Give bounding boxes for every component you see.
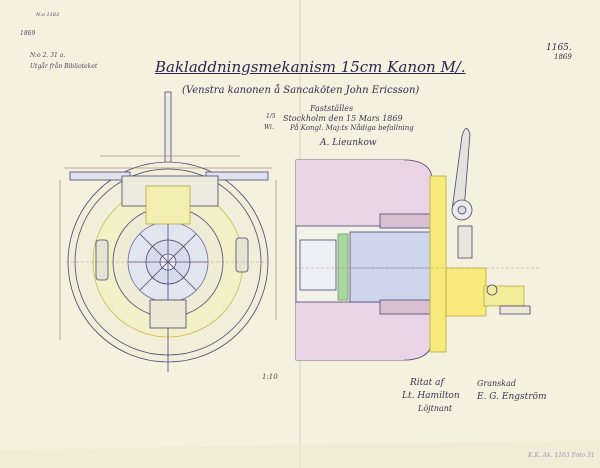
side-section (295, 128, 540, 361)
scale-note: 1:10 (262, 373, 278, 381)
approval-signature: A. Lieunkow (320, 138, 377, 148)
approval-line1: Fastställes (310, 104, 354, 113)
tail-knob (486, 284, 498, 296)
breech-lock (145, 185, 191, 225)
drawing-subtitle: (Venstra kanonen å Sancaköten John Erics… (182, 85, 420, 96)
green-gasket (337, 233, 349, 301)
lower-gear (149, 299, 187, 329)
scale-mark-top: 1/5 (266, 113, 276, 120)
corner-note-year: 1869 (20, 30, 36, 37)
approval-line3: På Kongl. Maj:ts Nådiga befallning (290, 124, 414, 132)
breech-block (349, 231, 443, 303)
corner-note-top: N:o 1163 (36, 12, 60, 18)
lever-pin (457, 205, 467, 215)
drawing-title: Bakladdningsmekanism 15cm Kanon M/. (155, 58, 466, 76)
sheet-number: 1165. (546, 43, 572, 53)
front-view (59, 91, 277, 372)
signature-right-2: E. G. Engström (477, 392, 547, 402)
right-bolt (235, 237, 249, 273)
archive-stamp: K.K. Ak. 1163 Foto 31 (528, 452, 595, 459)
corner-note-number: N:o 2. 31 a. (30, 52, 66, 59)
lever-arm (451, 128, 471, 211)
paper-stain (0, 440, 600, 468)
bore-chamber (299, 239, 337, 291)
approval-line2: Stockholm den 15 Mars 1869 (283, 114, 403, 123)
scale-mark-bottom: Wi. (264, 124, 274, 131)
signature-left-1: Ritat af (410, 378, 444, 388)
left-handle-bar (69, 171, 131, 181)
signature-right-1: Granskad (477, 379, 516, 388)
latch (457, 225, 473, 259)
left-bolt (95, 239, 109, 281)
signature-left-3: Löjtnant (418, 404, 453, 413)
sheet-year: 1869 (554, 53, 572, 61)
tail-rod (499, 305, 531, 315)
carrier-arm (445, 267, 487, 317)
corner-note-library: Utgår från Biblioteket (30, 63, 98, 70)
carrier-frame (429, 175, 447, 353)
signature-left-2: Lt. Hamilton (402, 391, 460, 401)
